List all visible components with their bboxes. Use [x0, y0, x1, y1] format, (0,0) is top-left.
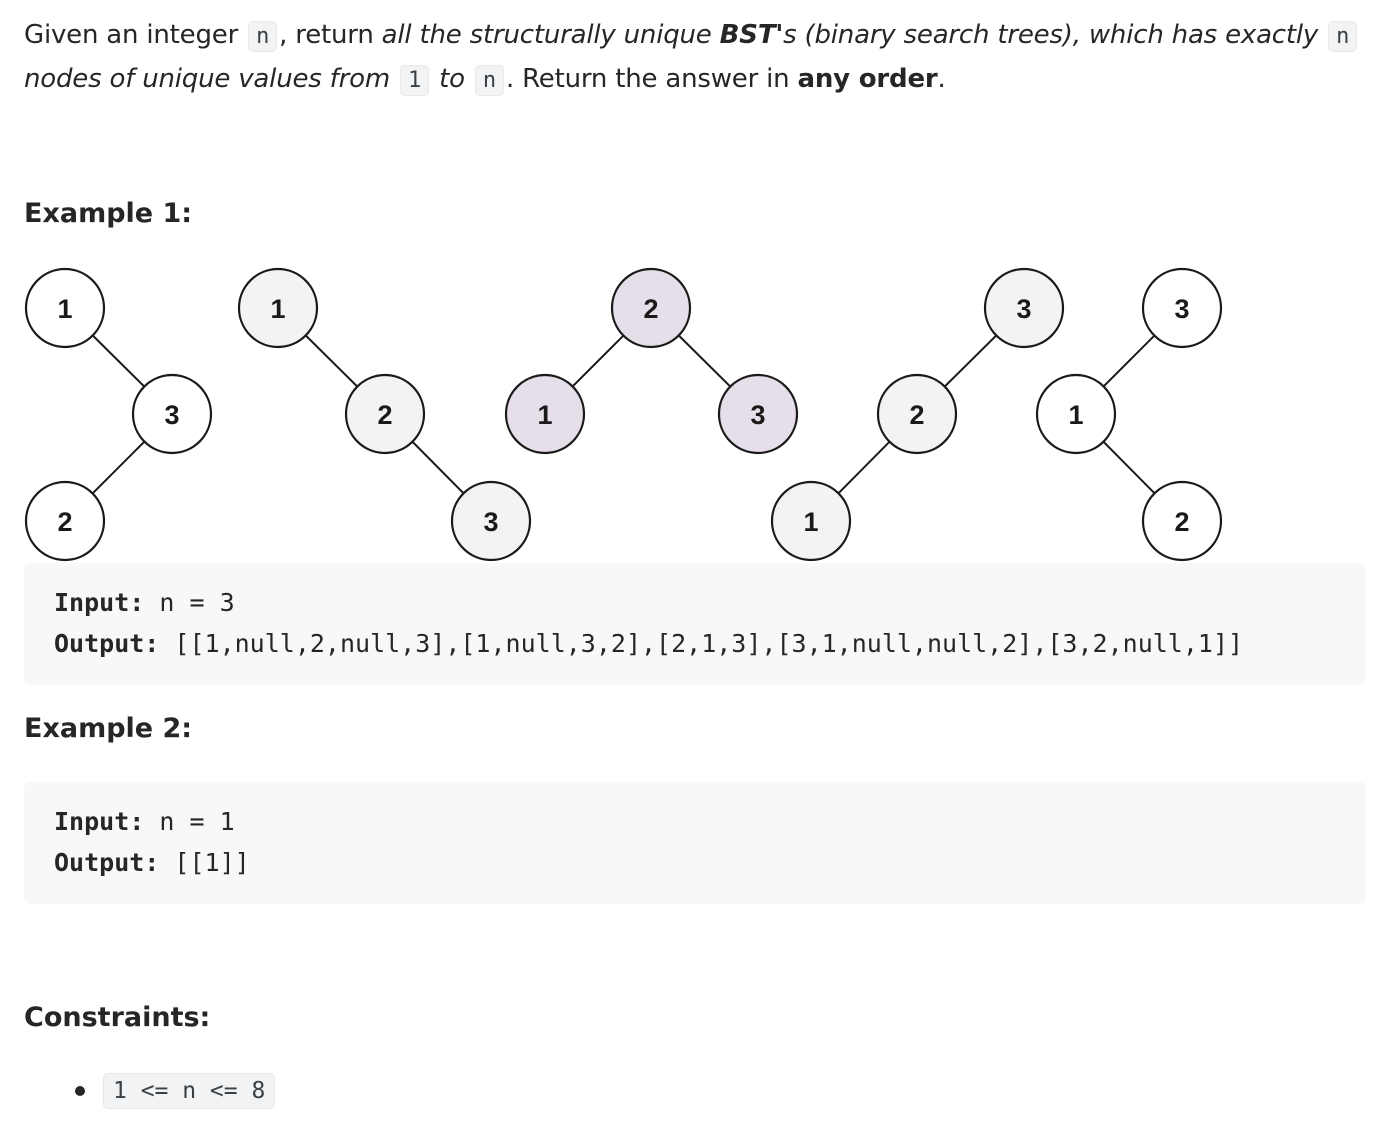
tree-node: [1141, 480, 1223, 562]
tree-node: [1141, 267, 1223, 349]
tree-node-label: 1: [803, 507, 818, 537]
tree-node: [1035, 373, 1117, 455]
output-label: Output:: [54, 629, 160, 658]
desc-italic-text: to: [431, 64, 473, 94]
tree-node-label: 3: [483, 507, 498, 537]
desc-text: Given an integer: [24, 20, 247, 50]
desc-italic-text: s (binary search trees), which has exact…: [783, 20, 1327, 50]
inline-code-n: n: [474, 65, 504, 96]
constraint-item: 1 <= n <= 8: [75, 1073, 276, 1109]
tree-node-label: 1: [1068, 400, 1083, 430]
input-value: n = 1: [144, 807, 235, 836]
inline-code-n: n: [1328, 21, 1358, 52]
constraints-title: Constraints:: [24, 1002, 211, 1033]
tree-node-label: 2: [909, 400, 924, 430]
example-2-code-block: Input: n = 1 Output: [[1]]: [24, 782, 1366, 904]
tree-node-label: 1: [57, 294, 72, 324]
tree-node: [131, 373, 213, 455]
input-label: Input:: [54, 588, 145, 617]
tree-node: [344, 373, 426, 455]
inline-code-n: n: [248, 21, 278, 52]
bst-tree-4: 3 2 1: [770, 267, 1065, 562]
tree-node: [610, 267, 692, 349]
tree-node-label: 3: [1016, 294, 1031, 324]
output-value: [[1,null,2,null,3],[1,null,3,2],[2,1,3],…: [159, 629, 1244, 658]
desc-bold-italic-text: BST': [719, 20, 784, 50]
desc-text: . Return the answer in: [505, 64, 798, 94]
inline-code-1: 1: [400, 65, 430, 96]
tree-node: [24, 480, 106, 562]
tree-node-label: 3: [1174, 294, 1189, 324]
problem-description: Given an integer n, return all the struc…: [24, 14, 1364, 102]
tree-node: [504, 373, 586, 455]
desc-bold-text: any order: [797, 64, 938, 94]
desc-text: , return: [279, 20, 382, 50]
bullet-icon: [75, 1086, 85, 1096]
example-2-output-line: Output: [[1]]: [54, 842, 1366, 883]
tree-node: [983, 267, 1065, 349]
bst-tree-3: 2 1 3: [504, 267, 799, 455]
tree-node-label: 1: [537, 400, 552, 430]
tree-node-label: 3: [164, 400, 179, 430]
desc-italic-text: nodes of unique values from: [24, 64, 399, 94]
desc-italic-text: all the structurally unique: [381, 20, 720, 50]
example-2-title: Example 2:: [24, 713, 193, 744]
constraints-list: 1 <= n <= 8: [75, 1073, 276, 1109]
tree-node-label: 3: [750, 400, 765, 430]
input-label: Input:: [54, 807, 145, 836]
output-label: Output:: [54, 848, 160, 877]
bst-tree-5: 3 1 2: [1035, 267, 1223, 562]
constraint-code: 1 <= n <= 8: [103, 1073, 276, 1109]
tree-node-label: 1: [270, 294, 285, 324]
bst-tree-1: 1 3 2: [24, 267, 213, 562]
example-1-output-line: Output: [[1,null,2,null,3],[1,null,3,2],…: [54, 623, 1366, 664]
output-value: [[1]]: [159, 848, 250, 877]
input-value: n = 3: [144, 588, 235, 617]
tree-node: [24, 267, 106, 349]
tree-node: [876, 373, 958, 455]
example-1-input-line: Input: n = 3: [54, 582, 1366, 623]
example-1-title: Example 1:: [24, 198, 193, 229]
tree-node-label: 2: [643, 294, 658, 324]
tree-node: [450, 480, 532, 562]
tree-node: [237, 267, 319, 349]
bst-trees-diagram: 1 3 2 1 2 3 2 1 3 3 2 1 3 1 2: [24, 267, 1223, 562]
desc-text: .: [937, 64, 946, 94]
tree-node-label: 2: [377, 400, 392, 430]
example-2-input-line: Input: n = 1: [54, 801, 1366, 842]
bst-tree-2: 1 2 3: [237, 267, 532, 562]
tree-node-label: 2: [1174, 507, 1189, 537]
tree-node-label: 2: [57, 507, 72, 537]
tree-node: [770, 480, 852, 562]
tree-node: [717, 373, 799, 455]
example-1-code-block: Input: n = 3 Output: [[1,null,2,null,3],…: [24, 563, 1366, 685]
